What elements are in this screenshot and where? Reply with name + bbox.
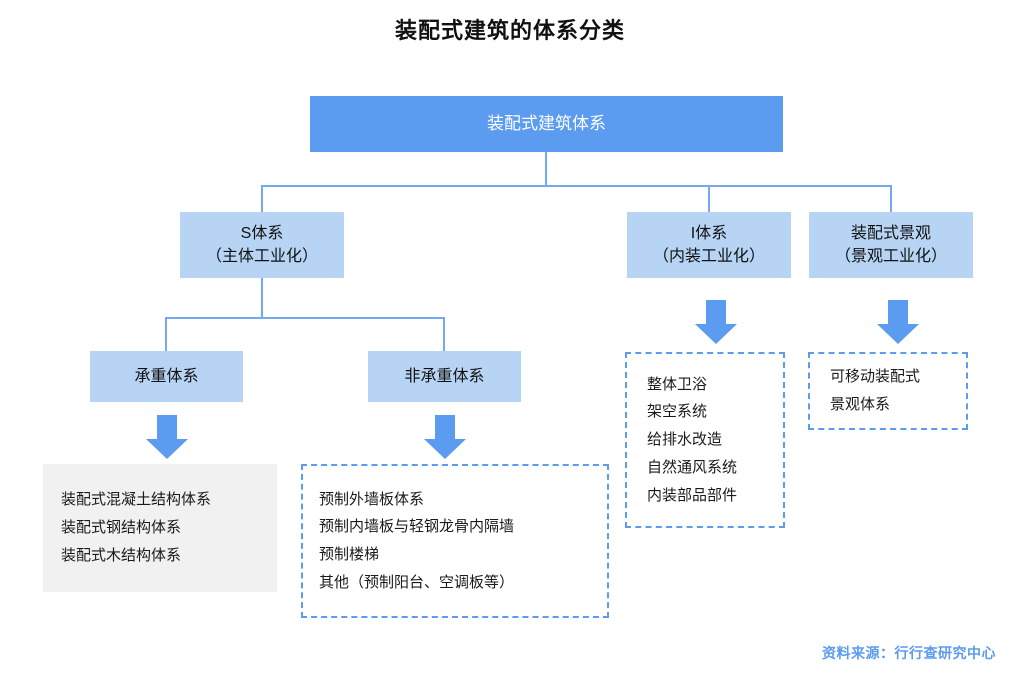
arrow-non-load-bearing-down [424, 415, 466, 459]
arrow-head [877, 324, 919, 344]
leafbox-interior-items: 整体卫浴 架空系统 给排水改造 自然通风系统 内装部品部件 [625, 352, 785, 528]
list-item: 自然通风系统 [647, 458, 738, 476]
connector-to-s-system [261, 185, 263, 212]
list-item: 内装部品部件 [647, 486, 738, 504]
list-item: 装配式混凝土结构体系 [61, 491, 212, 509]
node-landscape-system[interactable]: 装配式景观 （景观工业化） [809, 212, 973, 278]
node-landscape-system-label-line1: 装配式景观 [850, 224, 931, 242]
node-s-system-label-line1: S体系 [240, 224, 284, 242]
node-i-system-label-line1: I体系 [690, 224, 728, 242]
node-landscape-system-label-line2: （景观工业化） [834, 248, 947, 265]
arrow-i-system-down [695, 300, 737, 344]
arrow-load-bearing-down [146, 415, 188, 459]
arrow-landscape-system-down [877, 300, 919, 344]
list-item: 装配式木结构体系 [61, 546, 182, 564]
arrow-shaft [888, 300, 908, 324]
list-item: 预制外墙板体系 [319, 490, 425, 508]
node-root-system[interactable]: 装配式建筑体系 [310, 96, 783, 152]
list-item: 给排水改造 [647, 431, 723, 449]
list-item: 整体卫浴 [647, 375, 708, 393]
arrow-shaft [435, 415, 455, 439]
node-s-system-label-line2: （主体工业化） [205, 248, 318, 265]
connector-to-i-system [708, 185, 710, 212]
list-item: 装配式钢结构体系 [61, 519, 182, 537]
node-load-bearing[interactable]: 承重体系 [90, 351, 243, 402]
node-non-load-bearing[interactable]: 非承重体系 [368, 351, 521, 402]
node-non-load-bearing-label: 非承重体系 [404, 367, 485, 385]
connector-root-stem [545, 152, 547, 185]
node-root-label: 装配式建筑体系 [487, 113, 606, 133]
arrow-head [424, 439, 466, 459]
connector-level2-bus [261, 185, 892, 187]
list-item: 预制内墙板与轻钢龙骨内隔墙 [319, 518, 515, 536]
connector-to-non-load-bearing [443, 317, 445, 351]
page-title: 装配式建筑的体系分类 [394, 18, 625, 43]
node-load-bearing-label: 承重体系 [134, 367, 199, 385]
connector-to-load-bearing [165, 317, 167, 351]
node-i-system-label-line2: （内装工业化） [652, 248, 765, 265]
leafbox-load-bearing-items: 装配式混凝土结构体系 装配式钢结构体系 装配式木结构体系 [43, 464, 277, 592]
list-item: 预制楼梯 [319, 546, 380, 563]
leafbox-landscape-items: 可移动装配式 景观体系 [808, 352, 968, 430]
node-i-system[interactable]: I体系 （内装工业化） [627, 212, 791, 278]
arrow-head [146, 439, 188, 459]
arrow-shaft [157, 415, 177, 439]
list-item: 架空系统 [647, 403, 708, 421]
connector-to-landscape-system [890, 185, 892, 212]
connector-s-system-stem [261, 278, 263, 317]
node-s-system[interactable]: S体系 （主体工业化） [180, 212, 344, 278]
list-item: 其他（预制阳台、空调板等） [319, 573, 515, 591]
connector-level3-bus [165, 317, 445, 319]
leafbox-non-load-bearing-items: 预制外墙板体系 预制内墙板与轻钢龙骨内隔墙 预制楼梯 其他（预制阳台、空调板等） [301, 464, 609, 618]
source-note: 资料来源：行行查研究中心 [822, 645, 996, 661]
list-item: 可移动装配式 [830, 368, 921, 386]
arrow-head [695, 324, 737, 344]
arrow-shaft [706, 300, 726, 324]
list-item: 景观体系 [830, 396, 891, 413]
